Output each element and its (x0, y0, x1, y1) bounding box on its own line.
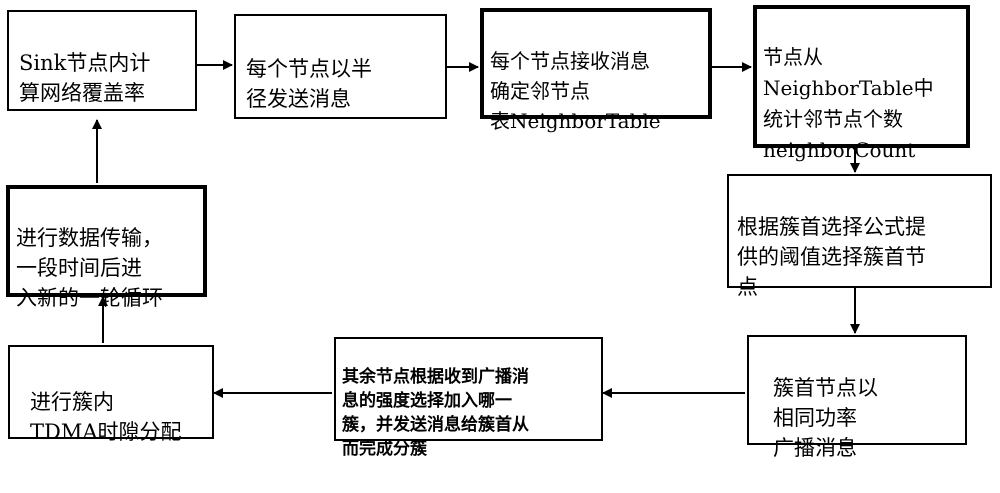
node-send-radius-text: 每个节点以半 径发送消息 (246, 57, 372, 111)
node-tdma: 进行簇内 TDMA时隙分配 (8, 345, 214, 444)
node-select-head-text: 根据簇首选择公式提 供的阈值选择簇首节 点 (737, 215, 926, 299)
node-sink-compute-text: Sink节点内计 算网络覆盖率 (19, 51, 151, 105)
flow-arrows (92, 60, 860, 398)
node-broadcast-text: 簇首节点以 相同功率 广播消息 (773, 376, 878, 460)
node-receive-table: 每个节点接收消息 确定邻节点 表NeighborTable (480, 8, 712, 133)
node-join-cluster: 其余节点根据收到广播消 息的强度选择加入哪一 簇，并发送消息给簇首从 而完成分簇 (334, 337, 603, 459)
node-data-transfer: 进行数据传输， 一段时间后进 入新的一轮循环 (6, 185, 207, 310)
node-count-neighbors-text: 节点从 NeighborTable中 统计邻节点个数 neighborCount (763, 45, 934, 162)
node-tdma-text: 进行簇内 TDMA时隙分配 (30, 390, 182, 444)
node-select-head: 根据簇首选择公式提 供的阈值选择簇首节 点 (727, 174, 992, 299)
node-send-radius: 每个节点以半 径发送消息 (234, 14, 447, 119)
node-count-neighbors: 节点从 NeighborTable中 统计邻节点个数 neighborCount (753, 5, 970, 162)
node-sink-compute: Sink节点内计 算网络覆盖率 (7, 10, 197, 111)
node-join-cluster-text: 其余节点根据收到广播消 息的强度选择加入哪一 簇，并发送消息给簇首从 而完成分簇 (342, 367, 529, 459)
node-broadcast: 簇首节点以 相同功率 广播消息 (747, 335, 967, 460)
node-data-transfer-text: 进行数据传输， 一段时间后进 入新的一轮循环 (16, 226, 163, 310)
node-receive-table-text: 每个节点接收消息 确定邻节点 表NeighborTable (490, 49, 661, 133)
